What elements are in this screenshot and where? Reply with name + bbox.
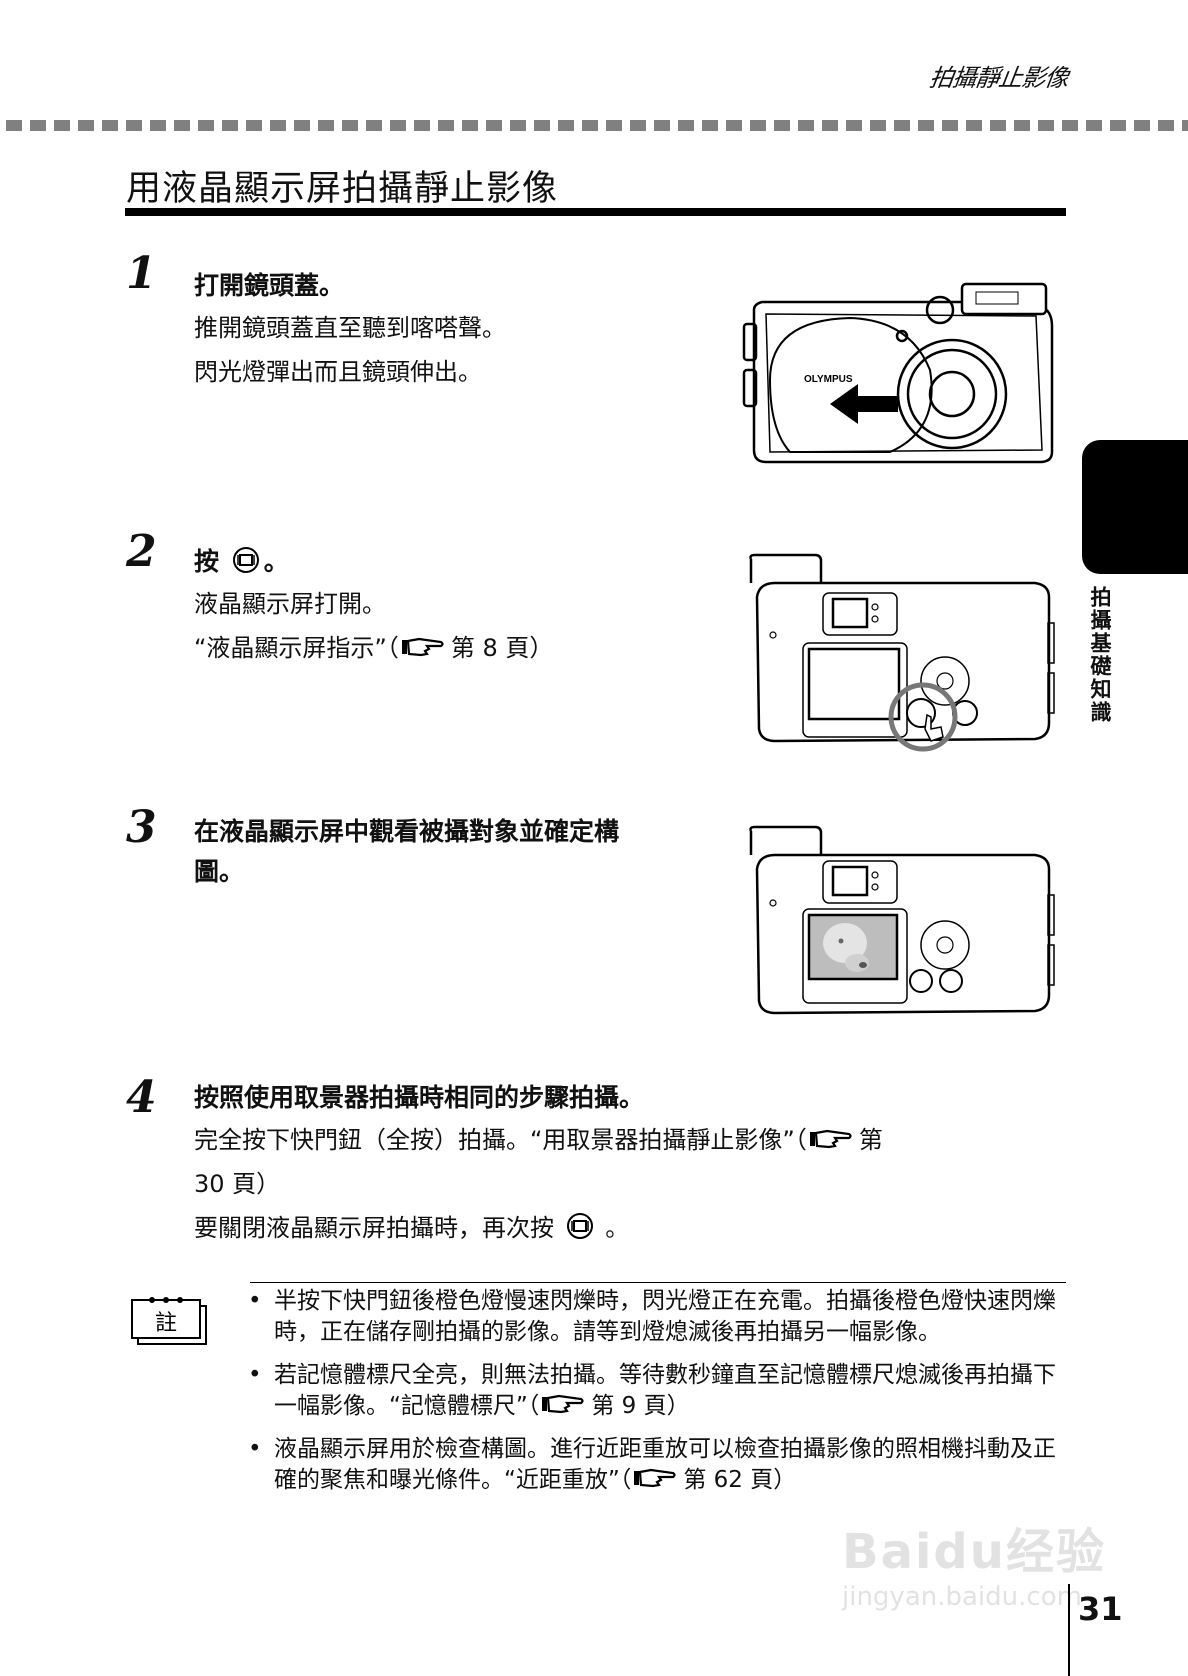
- step-number: 3: [126, 802, 157, 853]
- brand-label: OLYMPUS: [804, 374, 853, 385]
- arrow-left-icon: [830, 384, 898, 424]
- note-item: • 若記憶體標尺全亮，則無法拍攝。等待數秒鐘直至記憶體標尺熄滅後再拍攝下一幅影像…: [248, 1362, 1056, 1419]
- title-underline: [125, 208, 1066, 216]
- step-text: 30 頁）: [194, 1170, 281, 1198]
- step-heading: 打開鏡頭蓋。: [194, 271, 345, 300]
- finger-press-icon: [924, 713, 944, 742]
- step-heading-suffix: 。: [263, 547, 289, 576]
- page-reference-link[interactable]: 第 9 頁）: [591, 1393, 690, 1419]
- step-text: 推開鏡頭蓋直至聽到喀嗒聲。: [194, 314, 506, 342]
- step-heading: 按: [194, 547, 220, 576]
- monitor-button-icon: [566, 1213, 593, 1239]
- page-reference-link[interactable]: 第 8 頁）: [450, 634, 554, 662]
- pointing-hand-icon: [634, 1468, 676, 1488]
- svg-text:註: 註: [155, 1311, 177, 1336]
- page-number: 31: [1078, 1590, 1123, 1628]
- pointing-hand-icon: [542, 1394, 584, 1414]
- dashed-divider: [6, 120, 1188, 131]
- page-reference: “液晶顯示屏指示”（ 第 8 頁）: [194, 634, 554, 662]
- chapter-label: 拍攝基礎知識: [1088, 586, 1112, 724]
- page-reference-link[interactable]: 第 62 頁）: [683, 1467, 797, 1493]
- step-1: 打開鏡頭蓋。 推開鏡頭蓋直至聽到喀嗒聲。 閃光燈彈出而且鏡頭伸出。: [194, 266, 506, 394]
- pointing-hand-icon: [809, 1129, 852, 1149]
- note-icon: 註: [130, 1296, 210, 1350]
- folio-divider: [1068, 1584, 1070, 1676]
- step-text: 液晶顯示屏打開。: [194, 590, 386, 618]
- chapter-tab: [1082, 440, 1188, 574]
- monitor-button-icon: [232, 547, 259, 573]
- step-number: 1: [126, 248, 157, 299]
- note-item: • 液晶顯示屏用於檢查構圖。進行近距重放可以檢查拍攝影像的照相機抖動及正確的聚焦…: [248, 1436, 1056, 1493]
- step-heading: 圖。: [194, 857, 245, 886]
- page-title: 用液晶顯示屏拍攝靜止影像: [126, 169, 559, 209]
- step-4: 按照使用取景器拍攝時相同的步驟拍攝。 完全按下快門鈕（全按）拍攝。“用取景器拍攝…: [194, 1078, 1054, 1250]
- step-2: 按 。 液晶顯示屏打開。 “液晶顯示屏指示”（ 第 8 頁）: [194, 542, 553, 670]
- camera-front-illustration: OLYMPUS: [742, 282, 1054, 464]
- note-list: • 半按下快門鈕後橙色燈慢速閃爍時，閃光燈正在充電。拍攝後橙色燈快速閃爍時，正在…: [244, 1286, 1074, 1508]
- baidu-watermark: Baidu经验 jingyan.baidu.com: [842, 1524, 1106, 1612]
- running-header-title: 拍攝靜止影像: [927, 64, 1070, 92]
- page-reference-link[interactable]: 第: [858, 1126, 883, 1154]
- camera-back-lcd-illustration: [749, 825, 1055, 1015]
- note-item: • 半按下快門鈕後橙色燈慢速閃爍時，閃光燈正在充電。拍攝後橙色燈快速閃爍時，正在…: [248, 1288, 1056, 1345]
- pointing-hand-icon: [401, 637, 444, 657]
- step-body: 推開鏡頭蓋直至聽到喀嗒聲。 閃光燈彈出而且鏡頭伸出。: [194, 306, 506, 394]
- step-number: 4: [126, 1072, 157, 1123]
- step-heading: 按照使用取景器拍攝時相同的步驟拍攝。: [194, 1083, 645, 1112]
- camera-back-illustration: [749, 553, 1055, 752]
- step-3: 在液晶顯示屏中觀看被攝對象並確定構 圖。: [194, 812, 619, 892]
- step-text: 閃光燈彈出而且鏡頭伸出。: [194, 358, 482, 386]
- step-text: 要關閉液晶顯示屏拍攝時，再次按 。: [194, 1213, 630, 1242]
- note-divider: [250, 1282, 1066, 1283]
- step-text: 完全按下快門鈕（全按）拍攝。“用取景器拍攝靜止影像”（ 第: [194, 1126, 883, 1154]
- step-number: 2: [126, 526, 157, 577]
- highlight-circle: [888, 682, 958, 752]
- step-heading: 在液晶顯示屏中觀看被攝對象並確定構: [194, 817, 620, 846]
